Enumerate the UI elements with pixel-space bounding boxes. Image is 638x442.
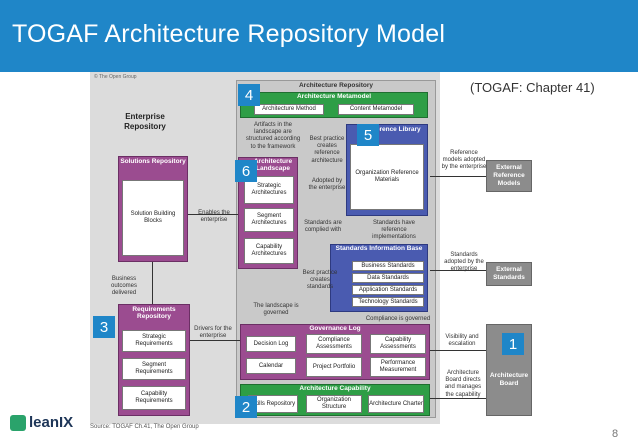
leanix-logo: leanIX	[10, 414, 74, 432]
metamodel-header: Architecture Metamodel	[296, 93, 372, 100]
architecture-charter-box: Architecture Charter	[368, 395, 424, 413]
page-title: TOGAF Architecture Repository Model	[12, 20, 446, 48]
copyright: © The Open Group	[94, 74, 137, 80]
reference-library-header: Reference Library	[365, 126, 421, 133]
strategic-requirements-box: Strategic Requirements	[122, 330, 186, 352]
capability-requirements-box: Capability Requirements	[122, 386, 186, 410]
business-standards-box: Business Standards	[352, 261, 424, 271]
arrow-ref-models	[430, 176, 486, 177]
annotation-standards-adopted: Standards adopted by the enterprise	[444, 252, 484, 272]
arrow-drivers	[190, 340, 240, 341]
source-caption: Source: TOGAF Ch.41, The Open Group	[90, 424, 199, 430]
chapter-reference: (TOGAF: Chapter 41)	[470, 80, 595, 95]
data-standards-box: Data Standards	[352, 273, 424, 283]
application-standards-box: Application Standards	[352, 285, 424, 295]
content-metamodel-box: Content Metamodel	[338, 104, 414, 115]
technology-standards-box: Technology Standards	[352, 297, 424, 307]
enterprise-repository-label: Enterprise Repository	[124, 112, 166, 131]
badge-number-1: 1	[502, 333, 524, 355]
compliance-assessments-box: Compliance Assessments	[306, 334, 362, 354]
landscape-header: Architecture Landscape	[253, 158, 293, 172]
organization-structure-box: Organization Structure	[306, 395, 362, 413]
leanix-logo-icon	[10, 415, 26, 432]
logo-text: leanIX	[29, 414, 74, 431]
annotation-drivers: Drivers for the enterprise	[194, 326, 232, 340]
solution-building-blocks-box: Solution Building Blocks	[122, 180, 184, 256]
standards-header: Standards Information Base	[335, 245, 423, 252]
badge-number-4: 4	[238, 84, 260, 106]
arrow-board	[430, 398, 486, 399]
annotation-standards-ref: Standards have reference implementations	[372, 220, 416, 241]
annotation-landscape-governed: The landscape is governed	[253, 303, 299, 317]
annotation-best-practice-ref: Best practice creates reference architec…	[309, 136, 345, 164]
calendar-box: Calendar	[246, 358, 296, 374]
project-portfolio-box: Project Portfolio	[306, 357, 362, 377]
arrow-standards	[430, 270, 486, 271]
badge-number-5: 5	[357, 124, 379, 146]
annotation-best-practice-std: Best practice creates standards	[302, 270, 338, 291]
title-bar: TOGAF Architecture Repository Model	[0, 0, 638, 72]
arrow-visibility	[430, 350, 486, 351]
decision-log-box: Decision Log	[246, 336, 296, 352]
capability-header: Architecture Capability	[299, 385, 371, 392]
performance-measurement-box: Performance Measurement	[370, 357, 426, 377]
annotation-board-directs: Architecture Board directs and manages t…	[444, 370, 482, 398]
segment-architectures-box: Segment Architectures	[244, 208, 294, 232]
page-number: 8	[612, 428, 619, 440]
arrow-outcomes	[152, 262, 153, 304]
governance-header: Governance Log	[309, 325, 361, 332]
annotation-business-outcomes: Business outcomes delivered	[110, 276, 137, 297]
requirements-header: Requirements Repository	[132, 306, 176, 320]
arrow-enables	[188, 214, 238, 215]
architecture-method-box: Architecture Method	[254, 104, 324, 115]
annotation-visibility: Visibility and escalation	[445, 334, 479, 348]
organization-reference-materials-box: Organization Reference Materials	[350, 144, 424, 210]
annotation-enables: Enables the enterprise	[198, 210, 230, 224]
annotation-artifacts: Artifacts in the landscape are structure…	[245, 122, 301, 150]
annotation-adopted: Adopted by the enterprise	[308, 178, 346, 192]
annotation-compliance-governed: Compliance is governed	[365, 316, 431, 322]
badge-number-3: 3	[93, 316, 115, 338]
annotation-ref-models: Reference models adopted by the enterpri…	[441, 150, 487, 171]
badge-number-6: 6	[235, 160, 257, 182]
external-standards-box: External Standards	[486, 262, 532, 286]
segment-requirements-box: Segment Requirements	[122, 358, 186, 380]
solutions-header: Solutions Repository	[120, 158, 186, 165]
badge-number-2: 2	[235, 396, 257, 418]
capability-assessments-box: Capability Assessments	[370, 334, 426, 354]
architecture-repository-label: Architecture Repository	[298, 82, 374, 89]
external-reference-models-box: External Reference Models	[486, 160, 532, 192]
capability-architectures-box: Capability Architectures	[244, 238, 294, 264]
annotation-standards-compiled: Standards are complied with	[304, 220, 342, 234]
